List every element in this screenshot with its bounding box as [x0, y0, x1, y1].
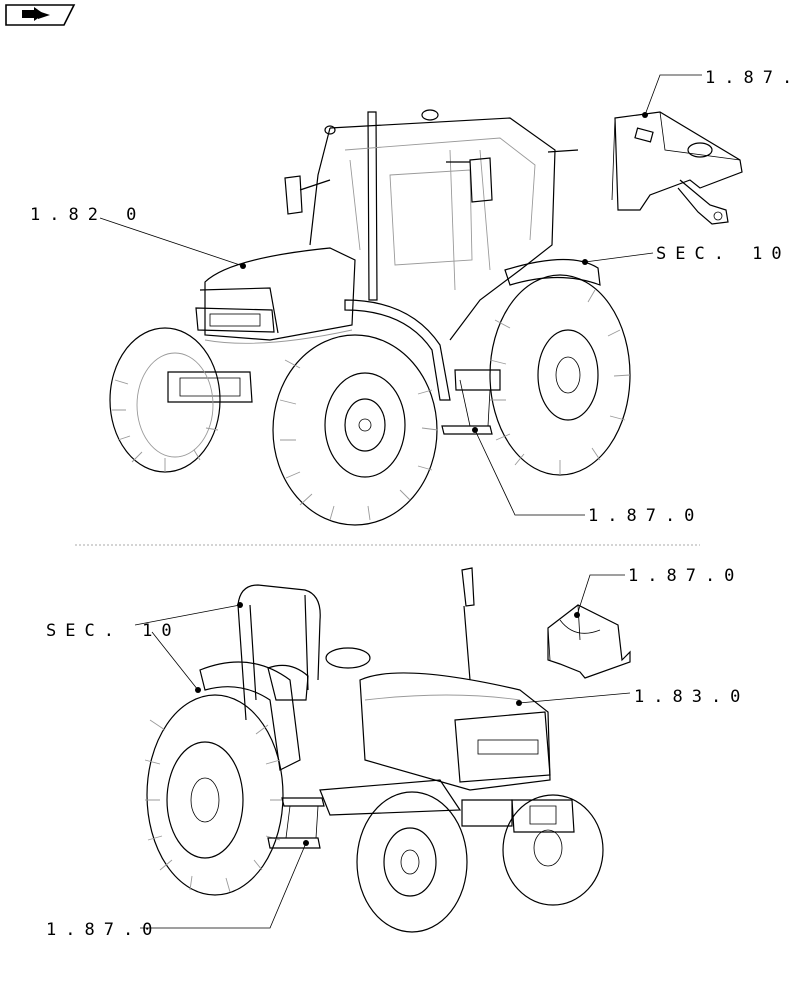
cab-tractor-drawing	[109, 109, 631, 526]
rops-tractor-drawing	[144, 567, 604, 933]
bottom-bracket-detail	[547, 604, 631, 679]
label-sec-bottom: SEC. 10	[46, 621, 181, 641]
bottom-leader-lines	[134, 574, 631, 929]
label-sec-top: SEC. 10	[656, 244, 791, 264]
top-leader-lines	[99, 74, 702, 516]
label-bracket-top: 1.87.	[705, 68, 792, 88]
label-body-top: 1.82 0	[30, 205, 145, 225]
label-hood-bottom: 1.83.0	[634, 687, 749, 707]
label-step-bottom: 1.87.0	[46, 920, 161, 940]
back-arrow-icon[interactable]	[4, 3, 76, 27]
top-bracket-detail	[611, 111, 743, 225]
label-bracket-bottom: 1.87.0	[628, 566, 743, 586]
label-step-top: 1.87.0	[588, 506, 703, 526]
